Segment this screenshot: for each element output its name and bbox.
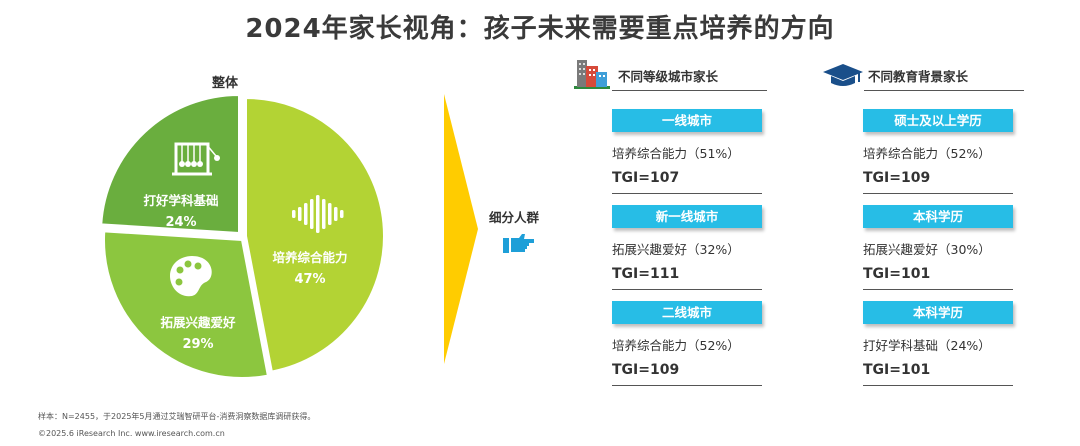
segment-tag: 二线城市 <box>612 301 762 324</box>
footnote: 样本：N=2455，于2025年5月通过艾瑞智研平台-消费洞察数据库调研获得。 <box>38 412 316 421</box>
pie-slice-label-1: 拓展兴趣爱好 29% <box>138 312 258 356</box>
pie-slice-2 <box>100 93 240 235</box>
divider <box>863 193 1013 194</box>
pie-slice-label-0: 培养综合能力 47% <box>250 247 370 291</box>
segment-tag: 新一线城市 <box>612 205 762 228</box>
palette-icon <box>170 256 212 297</box>
tgi-value: TGI=101 <box>863 362 931 378</box>
graduation-cap-icon <box>823 64 863 86</box>
pie-slice-label-2: 打好学科基础 24% <box>121 190 241 234</box>
value-label: 29% <box>182 337 214 352</box>
ability-text: 拓展兴趣爱好（30%） <box>863 242 991 257</box>
sound-wave-icon <box>292 195 344 233</box>
pie-title: 整体 <box>212 76 239 91</box>
pie-slice-1 <box>103 230 270 379</box>
tgi-value: TGI=109 <box>612 362 680 378</box>
divider <box>864 90 1024 91</box>
pointing-hand-icon <box>503 234 534 253</box>
ability-text: 打好学科基础（24%） <box>863 338 991 353</box>
ability-text: 培养综合能力（52%） <box>863 146 991 161</box>
newtons-cradle-icon <box>172 142 220 176</box>
divider <box>863 289 1013 290</box>
category-name: 培养综合能力 <box>272 250 348 265</box>
value-label: 47% <box>294 272 326 287</box>
education-column-title: 不同教育背景家长 <box>868 69 969 84</box>
city-column-heading: 不同等级城市家长 <box>574 60 774 91</box>
pie-slice-0 <box>245 96 385 373</box>
tgi-value: TGI=109 <box>863 170 931 186</box>
segment-tag: 一线城市 <box>612 109 762 132</box>
education-column-heading: 不同教育背景家长 <box>822 60 1024 91</box>
ability-text: 培养综合能力（51%） <box>612 146 740 161</box>
tgi-value: TGI=111 <box>612 266 680 282</box>
city-buildings-icon <box>574 60 610 89</box>
copyright: ©2025.6 iResearch Inc. www.iresearch.com… <box>38 429 225 438</box>
value-label: 24% <box>165 215 197 230</box>
divider <box>612 193 762 194</box>
page-title: 2024年家长视角：孩子未来需要重点培养的方向 <box>245 14 835 44</box>
segment-tag: 硕士及以上学历 <box>863 109 1013 132</box>
segment-label: 细分人群 <box>489 210 540 225</box>
divider <box>612 385 762 386</box>
divider <box>612 289 762 290</box>
divider <box>863 385 1013 386</box>
ability-text: 拓展兴趣爱好（32%） <box>612 242 740 257</box>
segment-tag: 本科学历 <box>863 205 1013 228</box>
tgi-value: TGI=101 <box>863 266 931 282</box>
category-name: 打好学科基础 <box>143 193 219 208</box>
category-name: 拓展兴趣爱好 <box>160 315 236 330</box>
city-column-title: 不同等级城市家长 <box>618 69 719 84</box>
tgi-value: TGI=107 <box>612 170 680 186</box>
pie-chart <box>100 93 385 379</box>
segment-tag: 本科学历 <box>863 301 1013 324</box>
chevron-arrow-icon <box>444 94 478 364</box>
ability-text: 培养综合能力（52%） <box>612 338 740 353</box>
divider <box>612 90 767 91</box>
